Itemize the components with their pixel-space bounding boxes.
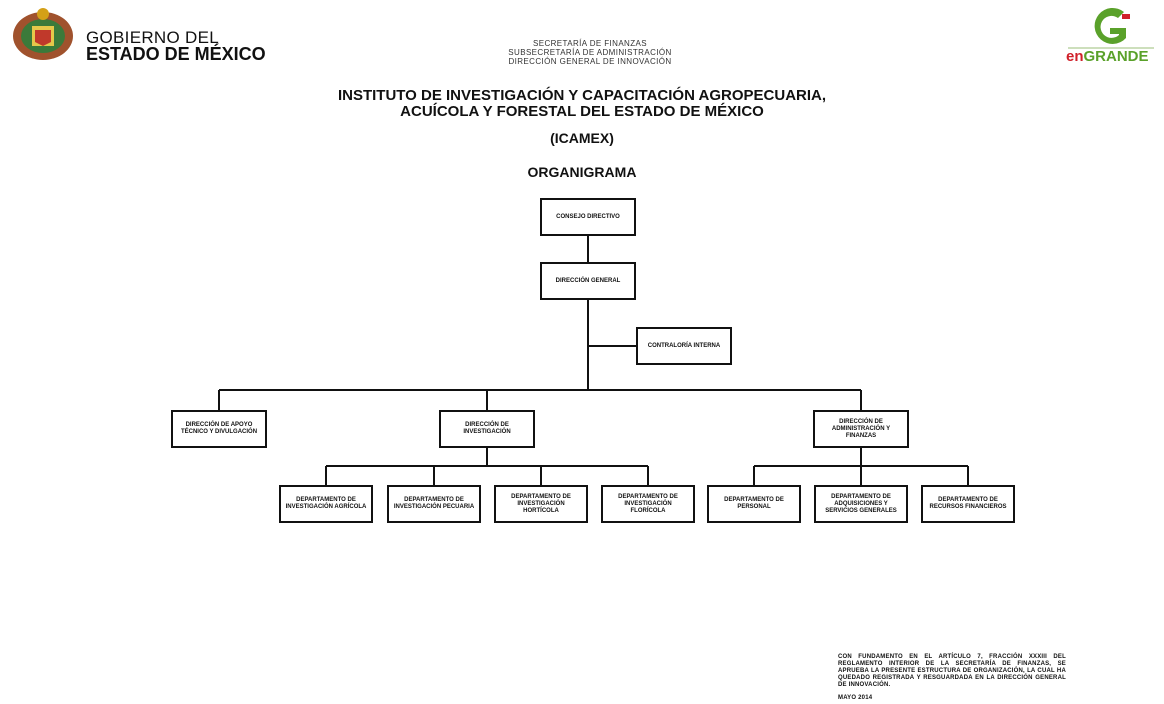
coat-of-arms-icon: [13, 8, 73, 60]
box-direccion-apoyo-tecnico: DIRECCIÓN DE APOYO TÉCNICO Y DIVULGACIÓN: [171, 410, 267, 448]
institute-title-line2: ACUÍCOLA Y FORESTAL DEL ESTADO DE MÉXICO: [400, 103, 764, 120]
box-dep-recursos-financieros: DEPARTAMENTO DE RECURSOS FINANCIEROS: [921, 485, 1015, 523]
box-dep-personal: DEPARTAMENTO DE PERSONAL: [707, 485, 801, 523]
institute-acronym: (ICAMEX): [550, 130, 614, 146]
box-direccion-administracion: DIRECCIÓN DE ADMINISTRACIÓN Y FINANZAS: [813, 410, 909, 448]
state-coat-of-arms: [8, 6, 78, 62]
subsecretariat-line: SUBSECRETARÍA DE ADMINISTRACIÓN: [508, 48, 672, 57]
box-dep-adquisiciones: DEPARTAMENTO DE ADQUISICIONES Y SERVICIO…: [814, 485, 908, 523]
approval-note: CON FUNDAMENTO EN EL ARTÍCULO 7, FRACCIÓ…: [838, 654, 1066, 688]
box-contraloria-interna: CONTRALORÍA INTERNA: [636, 327, 732, 365]
engrande-word-en: en: [1066, 48, 1084, 65]
secretariat-header: SECRETARÍA DE FINANZAS SUBSECRETARÍA DE …: [470, 39, 710, 66]
box-direccion-general: DIRECCIÓN GENERAL: [540, 262, 636, 300]
engrande-wordmark: enGRANDE: [1066, 48, 1149, 65]
box-direccion-investigacion: DIRECCIÓN DE INVESTIGACIÓN: [439, 410, 535, 448]
document-type-title: ORGANIGRAMA: [527, 164, 637, 180]
engrande-logo: enGRANDE: [1064, 4, 1158, 65]
box-dep-pecuaria: DEPARTAMENTO DE INVESTIGACIÓN PECUARIA: [387, 485, 481, 523]
government-name-line1: GOBIERNO DEL: [86, 28, 220, 47]
secretariat-line: SECRETARÍA DE FINANZAS: [532, 39, 647, 48]
directorate-line: DIRECCIÓN GENERAL DE INNOVACIÓN: [508, 57, 672, 66]
box-consejo-directivo: CONSEJO DIRECTIVO: [540, 198, 636, 236]
box-dep-floricola: DEPARTAMENTO DE INVESTIGACIÓN FLORÍCOLA: [601, 485, 695, 523]
approval-date: MAYO 2014: [838, 695, 873, 701]
engrande-word-grande: GRANDE: [1083, 48, 1149, 65]
engrande-logo-icon: [1068, 7, 1154, 49]
box-dep-horticola: DEPARTAMENTO DE INVESTIGACIÓN HORTÍCOLA: [494, 485, 588, 523]
government-name-line2: ESTADO DE MÉXICO: [86, 44, 266, 64]
institute-title-line1: INSTITUTO DE INVESTIGACIÓN Y CAPACITACIÓ…: [337, 87, 827, 104]
box-dep-agricola: DEPARTAMENTO DE INVESTIGACIÓN AGRÍCOLA: [279, 485, 373, 523]
institute-title: INSTITUTO DE INVESTIGACIÓN Y CAPACITACIÓ…: [282, 88, 882, 120]
